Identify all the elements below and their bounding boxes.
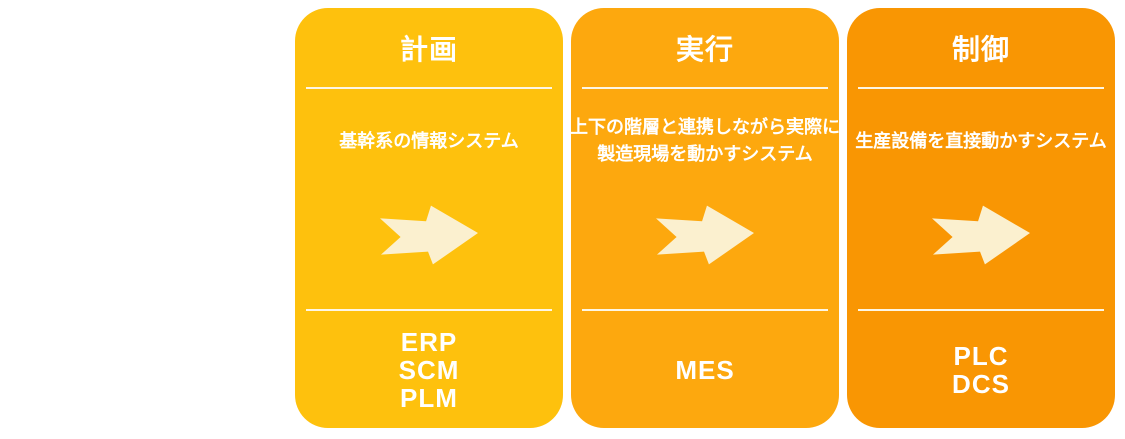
footer-divider [858, 309, 1104, 311]
system-label: SCM [398, 354, 460, 385]
system-label: PLM [400, 382, 458, 413]
system-label: ERP [400, 326, 458, 357]
card-control-title: 制御 [951, 34, 1010, 65]
card-plan-title: 計画 [399, 34, 458, 65]
card-control-description: 生産設備を直接動かすシステム [855, 113, 1106, 169]
system-label: DCS [952, 368, 1010, 399]
card-execution: 実行 上下の階層と連携しながら実際に 製造現場を動かすシステム MES [570, 8, 840, 428]
description-line: 基幹系の情報システム [339, 130, 519, 151]
card-plan-systems: ERP SCM PLM [399, 311, 460, 428]
card-execution-systems: MES [675, 311, 734, 428]
card-execution-title: 実行 [675, 34, 734, 65]
footer-divider [306, 309, 552, 311]
system-layers-row: 計画 基幹系の情報システム ERP SCM PLM 実行 上下の階層と連携しな [295, 8, 1115, 428]
arrow-container [656, 205, 754, 265]
fast-forward-arrow-icon [380, 205, 478, 265]
arrow-container [380, 205, 478, 265]
card-execution-description: 上下の階層と連携しながら実際に 製造現場を動かすシステム [570, 113, 840, 169]
description-line: 生産設備を直接動かすシステム [855, 130, 1107, 151]
card-control-systems: PLC DCS [952, 311, 1010, 428]
fast-forward-arrow-icon [932, 205, 1030, 265]
description-line: 製造現場を動かすシステム [597, 144, 813, 164]
title-divider [306, 87, 552, 89]
title-divider [582, 87, 828, 89]
description-line: 上下の階層と連携しながら実際に [570, 117, 840, 137]
system-label: MES [675, 354, 735, 385]
fast-forward-arrow-icon [656, 205, 754, 265]
card-control: 制御 生産設備を直接動かすシステム PLC DCS [847, 8, 1115, 428]
card-plan: 計画 基幹系の情報システム ERP SCM PLM [295, 8, 563, 428]
card-plan-description: 基幹系の情報システム [339, 113, 518, 169]
arrow-container [932, 205, 1030, 265]
title-divider [858, 87, 1104, 89]
system-label: PLC [953, 340, 1009, 371]
footer-divider [582, 309, 828, 311]
